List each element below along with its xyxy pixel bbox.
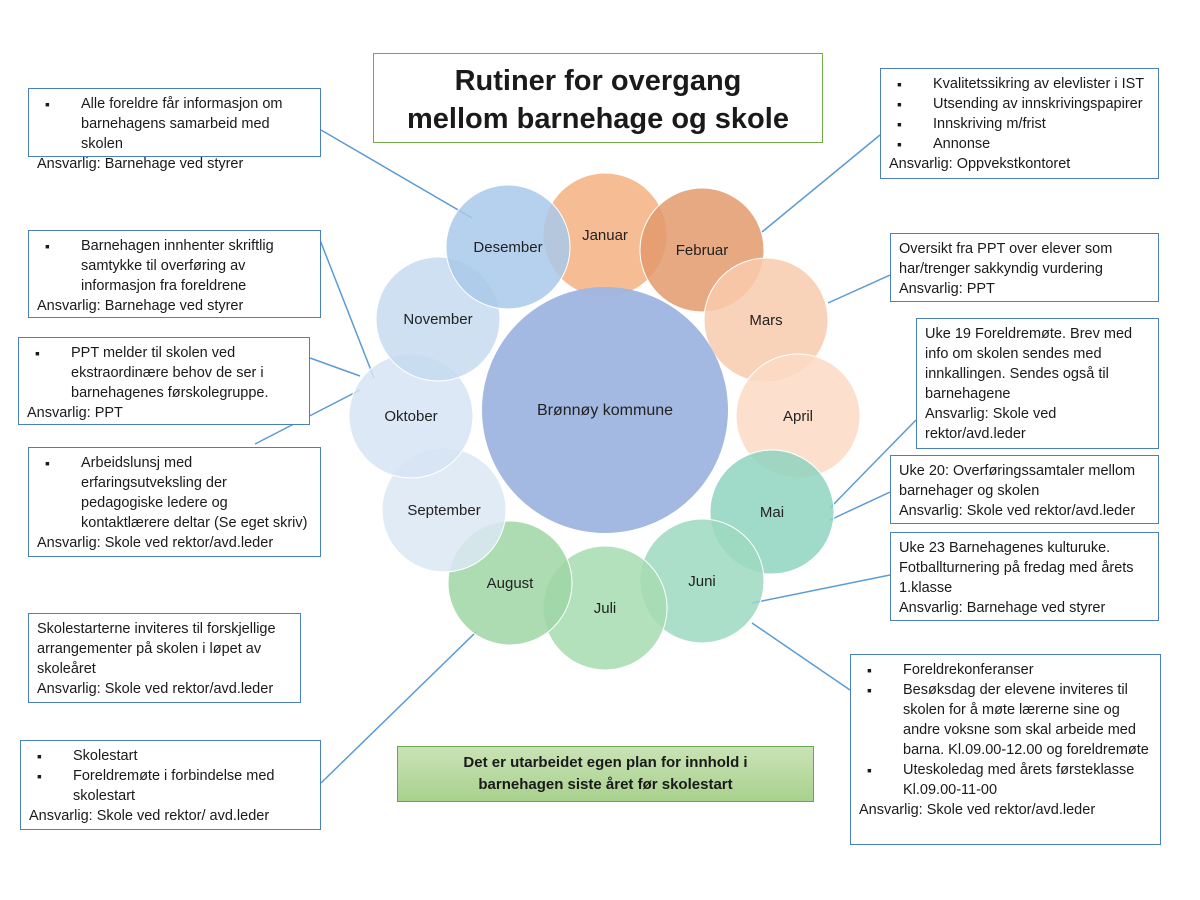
month-label: Februar [676, 242, 729, 259]
connector-lines [254, 129, 917, 784]
box-august: Skolestart Foreldremøte i forbindelse me… [20, 740, 321, 830]
diagram-title: Rutiner for overgang mellom barnehage og… [373, 53, 823, 143]
month-label: Mai [760, 504, 784, 521]
title-line-1: Rutiner for overgang [454, 65, 742, 97]
month-label: September [407, 502, 480, 519]
box-juni-2: Foreldrekonferanser Besøksdag der eleven… [850, 654, 1161, 845]
month-label: Juli [594, 600, 617, 617]
responsible-label: Ansvarlig: PPT [899, 281, 995, 297]
month-label: Mars [749, 312, 782, 329]
connector-line [751, 622, 851, 691]
responsible-label: Ansvarlig: Skole ved rektor/avd.leder [37, 535, 274, 551]
bullet: Innskriving m/frist [897, 114, 1150, 134]
box-september: Arbeidslunsj med erfaringsutveksling der… [28, 447, 321, 557]
bullet: Alle foreldre får informasjon om barneha… [45, 94, 312, 154]
title-line-2: mellom barnehage og skole [407, 103, 789, 135]
month-label: Desember [473, 239, 542, 256]
bullet: Uteskoledag med årets førsteklasse Kl.09… [867, 760, 1152, 800]
box-text: Uke 23 Barnehagenes kulturuke. Fotballtu… [899, 540, 1134, 596]
connector-line [829, 491, 891, 521]
responsible-label: Ansvarlig: Skole ved rektor/ avd.leder [29, 808, 270, 824]
box-desember: Alle foreldre får informasjon om barneha… [28, 88, 321, 172]
bullet: Skolestart [37, 746, 312, 766]
month-label: Januar [582, 227, 628, 244]
responsible-label: Ansvarlig: Skole ved rektor/avd.leder [925, 406, 1057, 442]
box-text: Uke 19 Foreldremøte. Brev med info om sk… [925, 326, 1133, 402]
bullet: Kvalitetssikring av elevlister i IST [897, 74, 1150, 94]
responsible-label: Ansvarlig: Oppvekstkontoret [889, 156, 1071, 172]
center-group: Brønnøy kommune [482, 287, 728, 533]
note-line-1: Det er utarbeidet egen plan for innhold … [463, 754, 748, 771]
connector-line [761, 134, 881, 233]
note-box: Det er utarbeidet egen plan for innhold … [397, 746, 814, 802]
month-label: August [487, 575, 535, 592]
box-juni-1: Uke 23 Barnehagenes kulturuke. Fotballtu… [890, 532, 1159, 621]
responsible-label: Ansvarlig: Barnehage ved styrer [37, 298, 244, 314]
box-februar: Kvalitetssikring av elevlister i IST Uts… [880, 68, 1159, 179]
box-text: Uke 20: Overføringssamtaler mellom barne… [899, 463, 1136, 499]
box-oktober: PPT melder til skolen ved ekstraordinære… [18, 337, 310, 425]
box-text: Skolestarterne inviteres til forskjellig… [37, 621, 276, 677]
bullet: Foreldremøte i forbindelse med skolestar… [37, 766, 312, 806]
box-mars: Oversikt fra PPT over elever som har/tre… [890, 233, 1159, 302]
month-label: November [403, 311, 472, 328]
connector-line [309, 357, 361, 377]
month-circle-desember [445, 184, 571, 310]
responsible-label: Ansvarlig: Barnehage ved styrer [37, 156, 244, 172]
box-november: Barnehagen innhenter skriftlig samtykke … [28, 230, 321, 318]
month-label: April [783, 408, 813, 425]
responsible-label: Ansvarlig: Skole ved rektor/avd.leder [37, 681, 274, 697]
bullet: Annonse [897, 134, 1150, 154]
box-text: Oversikt fra PPT over elever som har/tre… [899, 241, 1113, 277]
box-skolestarterne: Skolestarterne inviteres til forskjellig… [28, 613, 301, 703]
box-mai-2: Uke 20: Overføringssamtaler mellom barne… [890, 455, 1159, 524]
bullet: Foreldrekonferanser [867, 660, 1152, 680]
responsible-label: Ansvarlig: Skole ved rektor/avd.leder [899, 503, 1136, 519]
center-label: Brønnøy kommune [537, 402, 673, 419]
month-label: Juni [688, 573, 716, 590]
bullet: Barnehagen innhenter skriftlig samtykke … [45, 236, 312, 296]
connector-line [320, 631, 477, 784]
responsible-label: Ansvarlig: Skole ved rektor/avd.leder [859, 802, 1096, 818]
note-line-2: barnehagen siste året før skolestart [478, 776, 733, 793]
responsible-label: Ansvarlig: Barnehage ved styrer [899, 600, 1106, 616]
box-mai-1: Uke 19 Foreldremøte. Brev med info om sk… [916, 318, 1159, 449]
connector-line [829, 419, 917, 509]
bullet: Utsending av innskrivingspapirer [897, 94, 1150, 114]
connector-line [320, 129, 473, 219]
connector-line [319, 239, 375, 379]
month-label: Oktober [384, 408, 437, 425]
bullet: PPT melder til skolen ved ekstraordinære… [35, 343, 301, 403]
bullet: Besøksdag der elevene inviteres til skol… [867, 680, 1152, 760]
bullet: Arbeidslunsj med erfaringsutveksling der… [45, 453, 312, 533]
center-circle [482, 287, 728, 533]
responsible-label: Ansvarlig: PPT [27, 405, 123, 421]
connector-line [751, 574, 891, 604]
connector-line [827, 274, 891, 304]
